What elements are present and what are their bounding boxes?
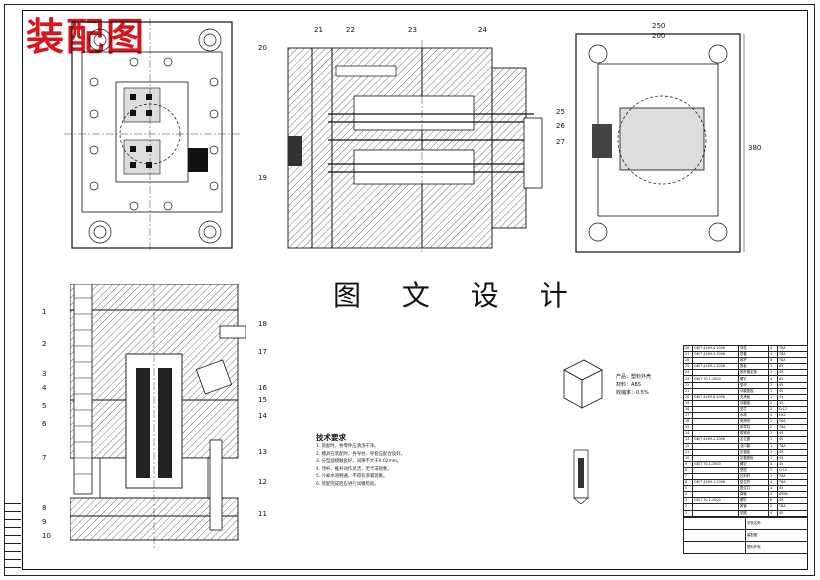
callout-1: 1 [42, 308, 47, 316]
callout-4: 4 [42, 384, 47, 392]
school-name: 学校名称 [745, 516, 808, 530]
callout-6: 6 [42, 420, 47, 428]
dim-height: 380 [748, 144, 762, 152]
callout-21: 21 [314, 26, 323, 34]
product-name: 产品：塑料外壳 [616, 374, 652, 380]
drawing-name: 装配图 [745, 528, 808, 542]
callout-7: 7 [42, 454, 47, 462]
main-title: 图 文 设 计 [333, 279, 584, 312]
callout-24: 24 [478, 26, 487, 34]
dim-width-inner: 200 [652, 32, 666, 40]
tech-item: 4. 顶杆、推杆动作灵活，无卡滞现象。 [316, 466, 392, 472]
callout-15: 15 [258, 396, 267, 404]
tech-item: 2. 模具在装配时，各导柱、导套应配合良好。 [316, 451, 406, 457]
callout-8: 8 [42, 504, 47, 512]
bom-cell: 1 [683, 509, 693, 517]
detail-view [573, 449, 589, 504]
product-info: 产品：塑料外壳 材料：ABS 收缩率：0.5% [616, 373, 651, 397]
top-plan-view [64, 18, 240, 250]
top-section-view [287, 40, 543, 252]
callout-23: 23 [408, 26, 417, 34]
tech-item: 3. 分型面接触良好，间隙不大于0.02mm。 [316, 459, 402, 465]
part-name: 塑料外壳 [745, 540, 808, 554]
callout-2: 2 [42, 340, 47, 348]
outer-border [4, 4, 815, 576]
bottom-section-view [70, 284, 246, 548]
tech-item: 5. 冷却水道畅通，不得有渗漏现象。 [316, 474, 388, 480]
bom-cell [692, 509, 739, 517]
product-material: 材料：ABS [616, 382, 641, 388]
callout-5: 5 [42, 402, 47, 410]
assembly-title-red: 装配图 [26, 14, 147, 59]
callout-16: 16 [258, 384, 267, 392]
side-title-strip [5, 496, 21, 576]
tech-requirements-title: 技术要求 [316, 433, 346, 442]
callout-27: 27 [556, 138, 565, 146]
title-block: 学校名称 装配图 塑料外壳 [683, 516, 808, 554]
callout-11: 11 [258, 510, 267, 518]
bom-cell: 垫圈 [738, 509, 769, 517]
bom-cell: 45 [777, 509, 808, 517]
drawing-frame [22, 10, 808, 570]
callout-20: 20 [258, 44, 267, 52]
callout-18: 18 [258, 320, 267, 328]
tech-item: 1. 装配时，各零件应清洗干净。 [316, 444, 379, 449]
dim-width-outer: 250 [652, 22, 666, 30]
callout-26: 26 [556, 122, 565, 130]
tech-item: 6. 装配完成后应进行试模检验。 [316, 481, 379, 487]
callout-25: 25 [556, 108, 565, 116]
product-isometric [563, 359, 603, 409]
product-shrinkage: 收缩率：0.5% [616, 390, 649, 396]
callout-10: 10 [42, 532, 51, 540]
callout-17: 17 [258, 348, 267, 356]
tech-requirements-list: 1. 装配时，各零件应清洗干净。 2. 模具在装配时，各导柱、导套应配合良好。 … [316, 443, 516, 489]
callout-22: 22 [346, 26, 355, 34]
bom-cell: 4 [768, 509, 778, 517]
callout-3: 3 [42, 370, 47, 378]
callout-19: 19 [258, 174, 267, 182]
callout-9: 9 [42, 518, 47, 526]
top-right-view [575, 33, 745, 253]
callout-12: 12 [258, 478, 267, 486]
callout-14: 14 [258, 412, 267, 420]
callout-13: 13 [258, 448, 267, 456]
